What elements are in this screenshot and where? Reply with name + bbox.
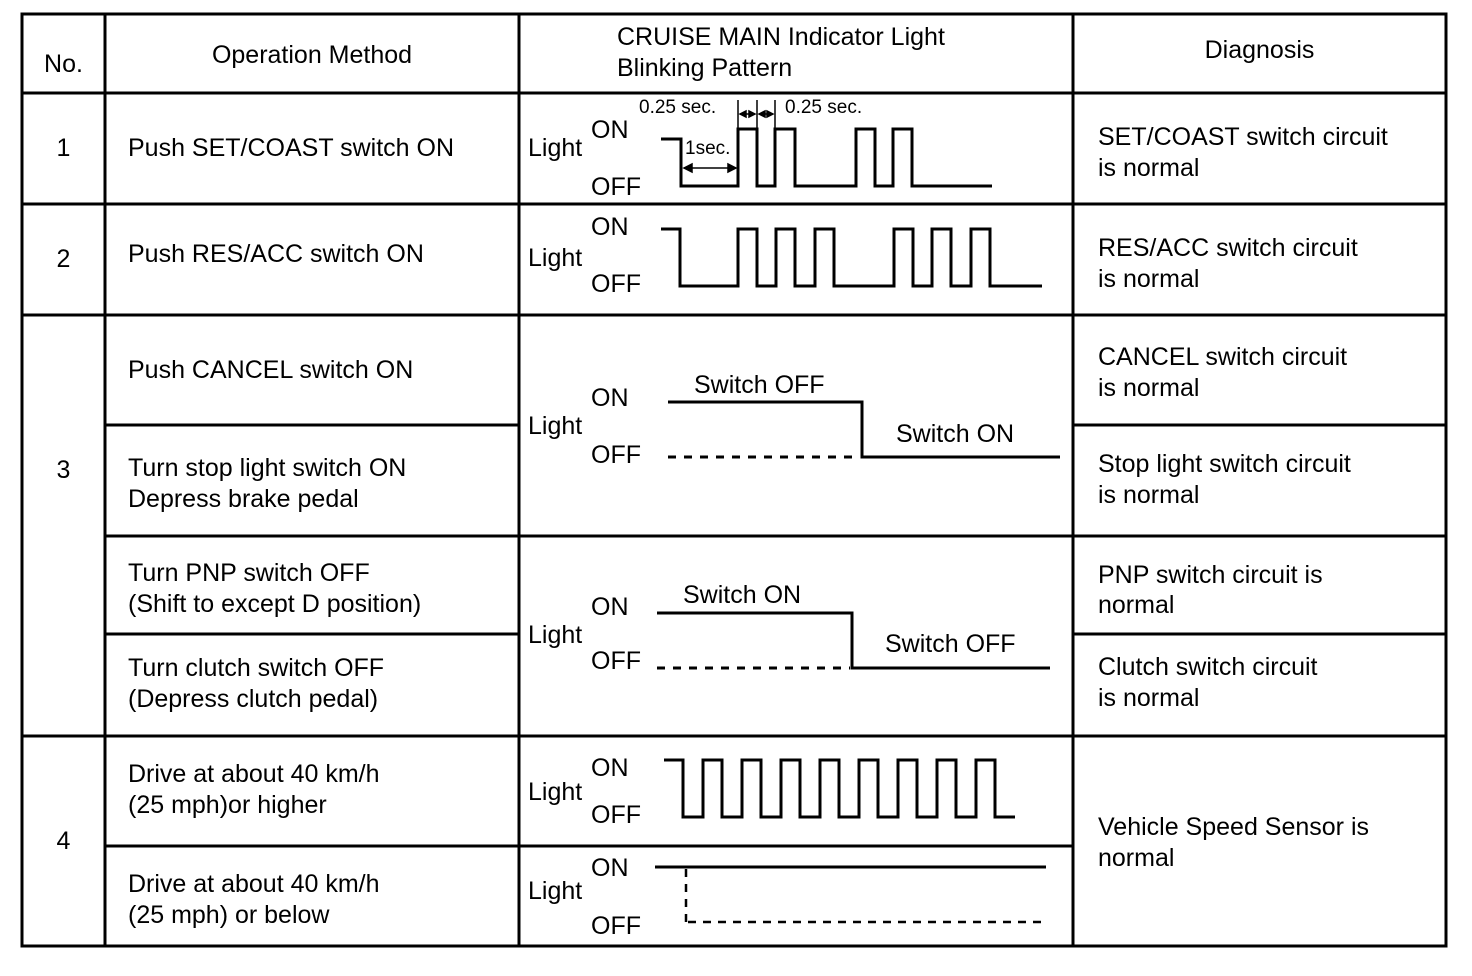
row3-diag-cancel-line1: CANCEL switch circuit — [1098, 343, 1348, 371]
row3b-after-label: Switch OFF — [885, 630, 1016, 658]
row3-op-stoplight-line1: Turn stop light switch ON — [128, 454, 407, 482]
row3a-before-label: Switch OFF — [694, 371, 825, 399]
row1-operation: Push SET/COAST switch ON — [128, 134, 455, 162]
row3-op-clutch-line1: Turn clutch switch OFF — [128, 654, 385, 682]
row1-light-label: Light — [528, 134, 583, 162]
timing-quarter-right: 0.25 sec. — [785, 97, 863, 118]
row4-diagnosis-line2: normal — [1098, 844, 1175, 872]
row4a-on-label: ON — [591, 754, 629, 782]
row2-diagnosis-line1: RES/ACC switch circuit — [1098, 234, 1358, 262]
table-border — [20, 12, 1448, 948]
waveform-row4b — [655, 865, 1046, 924]
row4b-on-label: ON — [591, 854, 629, 882]
row3-op-pnp-line2: (Shift to except D position) — [128, 590, 422, 618]
row3-op-clutch-line2: (Depress clutch pedal) — [128, 685, 379, 713]
row3-op-stoplight-line2: Depress brake pedal — [128, 485, 359, 513]
row3b-on-label: ON — [591, 593, 629, 621]
row3-diag-pnp-line2: normal — [1098, 591, 1175, 619]
row4-diagnosis-line1: Vehicle Speed Sensor is — [1098, 813, 1370, 841]
row3-number: 3 — [56, 456, 71, 484]
row2-light-label: Light — [528, 244, 583, 272]
row4-op-higher-line2: (25 mph)or higher — [128, 791, 327, 819]
row4-op-higher-line1: Drive at about 40 km/h — [128, 760, 380, 788]
timing-one-second: 1sec. — [685, 138, 731, 159]
row2-diagnosis-line2: is normal — [1098, 265, 1200, 293]
header-diagnosis: Diagnosis — [1204, 36, 1315, 64]
row1-on-label: ON — [591, 116, 629, 144]
header-pattern-line1: CRUISE MAIN Indicator Light — [617, 23, 945, 51]
waveform-row1 — [661, 127, 992, 188]
row3a-light-label: Light — [528, 412, 583, 440]
row2-number: 2 — [56, 245, 71, 273]
row3b-off-label: OFF — [591, 647, 641, 675]
row3-diag-clutch-line1: Clutch switch circuit — [1098, 653, 1318, 681]
row1-off-label: OFF — [591, 173, 641, 201]
row1-diagnosis-line1: SET/COAST switch circuit — [1098, 123, 1388, 151]
row4b-off-label: OFF — [591, 912, 641, 940]
waveform-row3b — [657, 611, 1050, 670]
waveform-row3a — [668, 400, 1060, 459]
header-operation: Operation Method — [211, 41, 413, 69]
row3-diag-clutch-line2: is normal — [1098, 684, 1200, 712]
waveform-row4a — [664, 758, 1015, 819]
row2-on-label: ON — [591, 213, 629, 241]
row3a-after-label: Switch ON — [896, 420, 1015, 448]
row3a-on-label: ON — [591, 384, 629, 412]
row3-diag-stoplight-line2: is normal — [1098, 481, 1200, 509]
header-pattern-line2: Blinking Pattern — [617, 54, 793, 82]
row2-operation: Push RES/ACC switch ON — [128, 240, 424, 268]
waveform-row2 — [661, 227, 1042, 288]
row4b-light-label: Light — [528, 877, 583, 905]
timing-annotations — [682, 100, 776, 174]
row3-op-cancel: Push CANCEL switch ON — [128, 356, 414, 384]
row1-number: 1 — [56, 134, 71, 162]
row4a-off-label: OFF — [591, 801, 641, 829]
row2-off-label: OFF — [591, 270, 641, 298]
row4-number: 4 — [56, 827, 71, 855]
row3b-light-label: Light — [528, 621, 583, 649]
row3-diag-pnp-line1: PNP switch circuit is — [1098, 561, 1323, 589]
row4a-light-label: Light — [528, 778, 583, 806]
row3-diag-stoplight-line1: Stop light switch circuit — [1098, 450, 1351, 478]
header-no: No. — [44, 50, 83, 78]
row4-op-below-line2: (25 mph) or below — [128, 901, 330, 929]
row3a-off-label: OFF — [591, 441, 641, 469]
row4-op-below-line1: Drive at about 40 km/h — [128, 870, 380, 898]
row3-diag-cancel-line2: is normal — [1098, 374, 1200, 402]
row1-diagnosis-line2: is normal — [1098, 154, 1200, 182]
row3-op-pnp-line1: Turn PNP switch OFF — [128, 559, 370, 587]
row3b-before-label: Switch ON — [683, 581, 802, 609]
timing-quarter-left: 0.25 sec. — [639, 97, 717, 118]
